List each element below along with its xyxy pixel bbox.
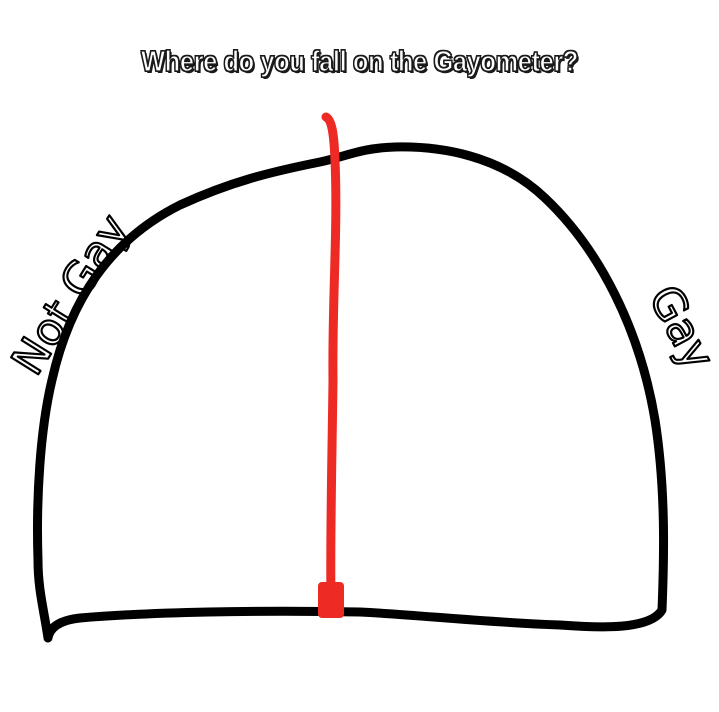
gayometer-outline [33,142,669,643]
meter-needle [318,112,344,618]
label-gay: Gay [638,277,719,378]
label-not-gay: Not Gay [2,206,140,384]
meme-title: Where do you fall on the Gayometer? [140,45,578,78]
needle-base [318,582,344,618]
needle-line [321,112,341,605]
